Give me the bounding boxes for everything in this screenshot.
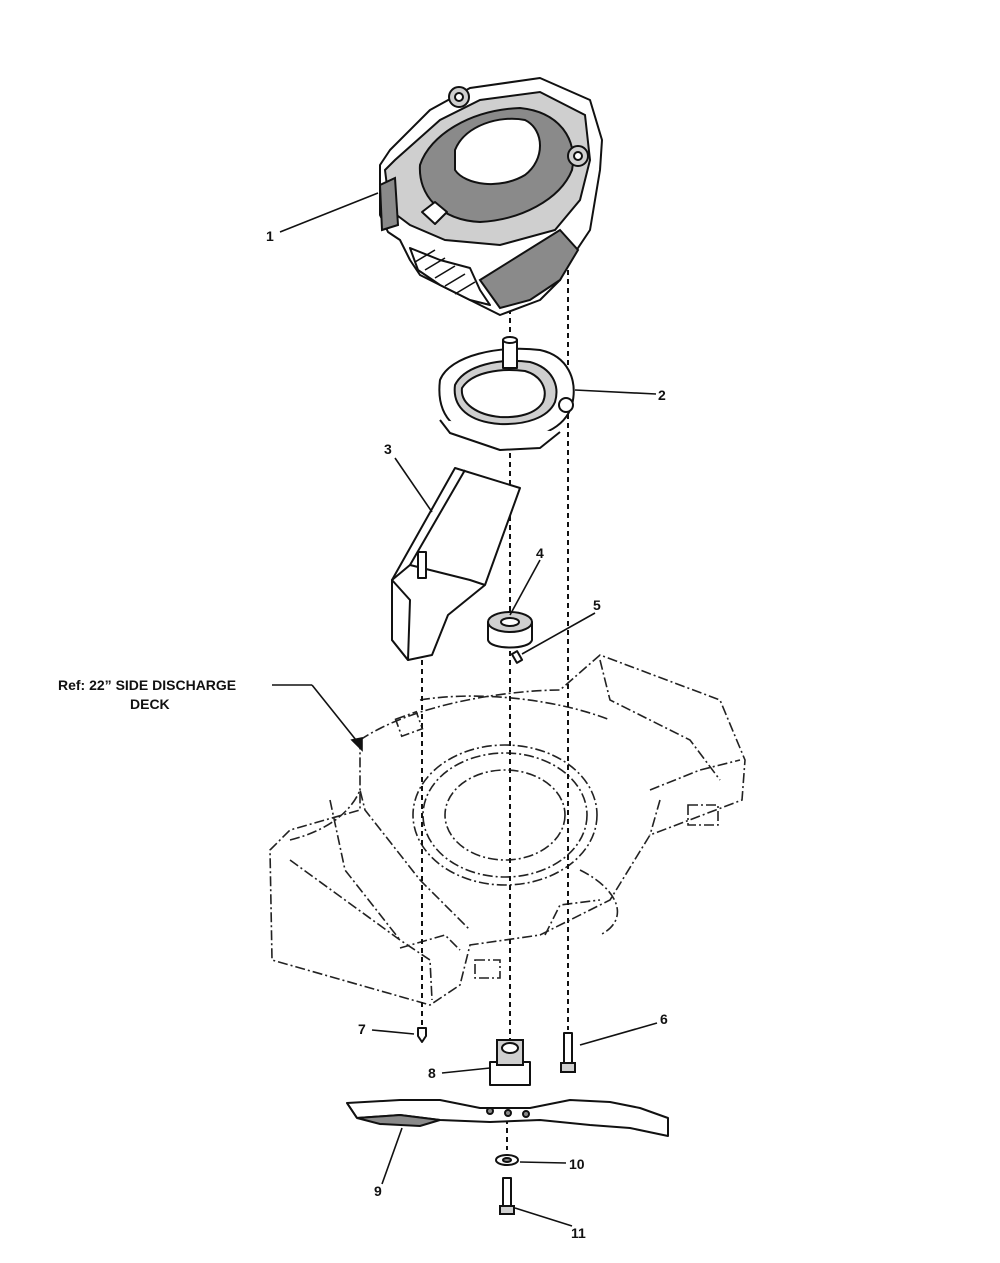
cooling-fins: [414, 249, 476, 295]
adapter-hub: [487, 611, 533, 649]
discharge-deflector: [391, 467, 521, 661]
long-bolt: [560, 1032, 576, 1073]
small-screw: [510, 650, 524, 664]
engine: [378, 77, 603, 316]
callout-labels: 1 2 3 4 5 6 7 8 9 10 11: [266, 228, 668, 1241]
blade-adapter: [489, 1039, 531, 1086]
blade-bolt: [499, 1177, 515, 1215]
callout-3: 3: [384, 441, 392, 457]
callout-8: 8: [428, 1065, 436, 1081]
mower-blade: [346, 1099, 669, 1137]
engine-adapter-ring: [438, 336, 575, 451]
reference-line-1: Ref: 22” SIDE DISCHARGE: [58, 677, 236, 693]
callout-1: 1: [266, 228, 274, 244]
callout-5: 5: [593, 597, 601, 613]
reference-line-2: DECK: [130, 696, 170, 712]
callout-11: 11: [571, 1225, 586, 1241]
callout-10: 10: [569, 1156, 585, 1172]
blade-washer: [495, 1154, 519, 1166]
callout-6: 6: [660, 1011, 668, 1027]
callout-2: 2: [658, 387, 666, 403]
mower-deck: [269, 654, 746, 1006]
callout-4: 4: [536, 545, 544, 561]
callout-7: 7: [358, 1021, 366, 1037]
leader-lines: [272, 192, 658, 1227]
deck-reference-label: Ref: 22” SIDE DISCHARGE DECK: [58, 677, 236, 712]
callout-9: 9: [374, 1183, 382, 1199]
short-screw: [417, 1027, 427, 1043]
